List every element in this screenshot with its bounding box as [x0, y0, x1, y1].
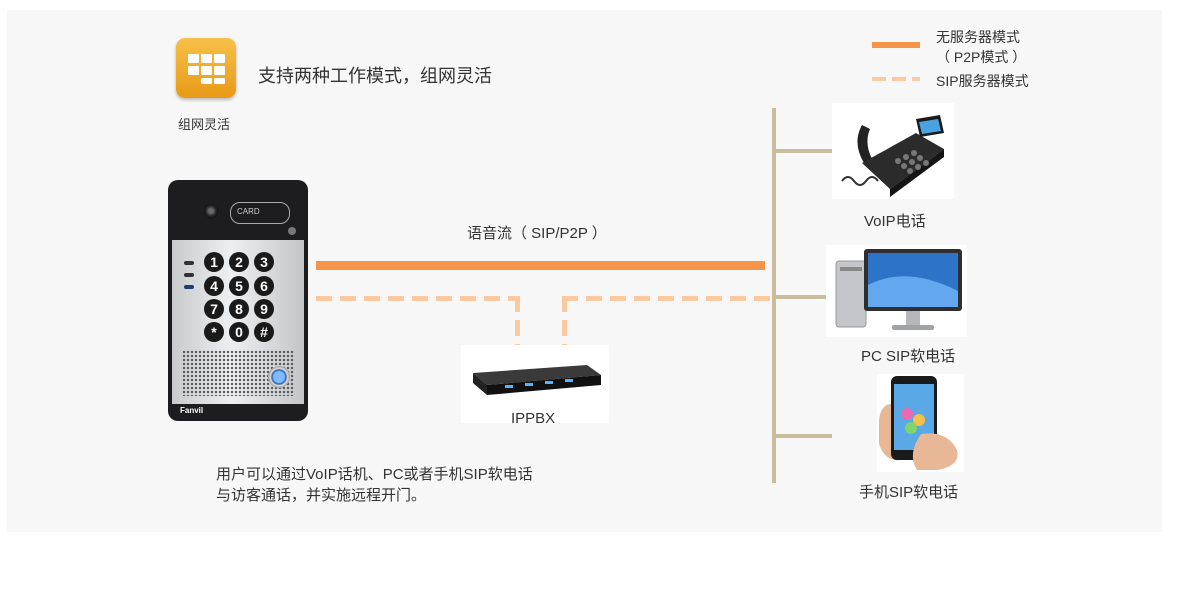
voip-label: VoIP电话 [864, 213, 926, 230]
sip-line-left-drop [515, 296, 520, 352]
tap-voip [772, 149, 832, 153]
legend-sip-swatch [872, 77, 920, 81]
sip-line-right [562, 296, 774, 301]
legend-p2p-sublabel: （ P2P模式 ） [936, 49, 1027, 65]
key-6: 6 [254, 276, 274, 296]
desk-phone-icon [841, 115, 944, 197]
sip-line-left [316, 296, 520, 301]
legend-p2p-swatch [872, 42, 920, 48]
legend-sip-label: SIP服务器模式 [936, 73, 1029, 89]
camera-icon [204, 204, 218, 218]
door-phone-face: 1 2 3 4 5 6 7 8 9 * 0 # [172, 240, 304, 404]
card-reader: CARD [230, 202, 290, 224]
key-0: 0 [229, 322, 249, 342]
ippbx-icon [473, 365, 601, 395]
card-label: CARD [237, 207, 260, 216]
brand-label: Fanvil [180, 406, 204, 415]
stream-label: 语音流（ SIP/P2P ） [467, 225, 607, 242]
smartphone-icon [879, 376, 958, 470]
key-3: 3 [254, 252, 274, 272]
bell-button-icon [268, 366, 290, 388]
sensor-icon [288, 227, 296, 235]
key-5: 5 [229, 276, 249, 296]
key-1: 1 [204, 252, 224, 272]
mobile-device [877, 374, 964, 472]
voip-phone-device [832, 103, 954, 199]
network-grid-icon [176, 38, 236, 98]
description-line-2: 与访客通话，并实施远程开门。 [216, 487, 427, 504]
mobile-label: 手机SIP软电话 [859, 484, 959, 501]
legend-p2p-label: 无服务器模式 [936, 29, 1020, 45]
ippbx-device [461, 345, 609, 423]
key-hash: # [254, 322, 274, 342]
key-4: 4 [204, 276, 224, 296]
tap-pc [772, 295, 832, 299]
icon-caption: 组网灵活 [178, 117, 231, 132]
tap-mobile [772, 434, 832, 438]
pc-device [826, 245, 967, 337]
pc-label: PC SIP软电话 [861, 348, 956, 365]
key-2: 2 [229, 252, 249, 272]
desktop-computer-icon [835, 249, 962, 330]
description-line-1: 用户可以通过VoIP话机、PC或者手机SIP软电话 [216, 466, 533, 483]
p2p-line [316, 261, 765, 270]
door-phone: CARD 1 2 3 4 5 6 7 8 9 * 0 # Fanvil [168, 180, 308, 421]
sip-line-right-drop [562, 296, 567, 352]
page-title: 支持两种工作模式，组网灵活 [258, 66, 492, 86]
key-9: 9 [254, 299, 274, 319]
ippbx-label: IPPBX [511, 410, 556, 427]
key-star: * [204, 322, 224, 342]
key-8: 8 [229, 299, 249, 319]
key-7: 7 [204, 299, 224, 319]
